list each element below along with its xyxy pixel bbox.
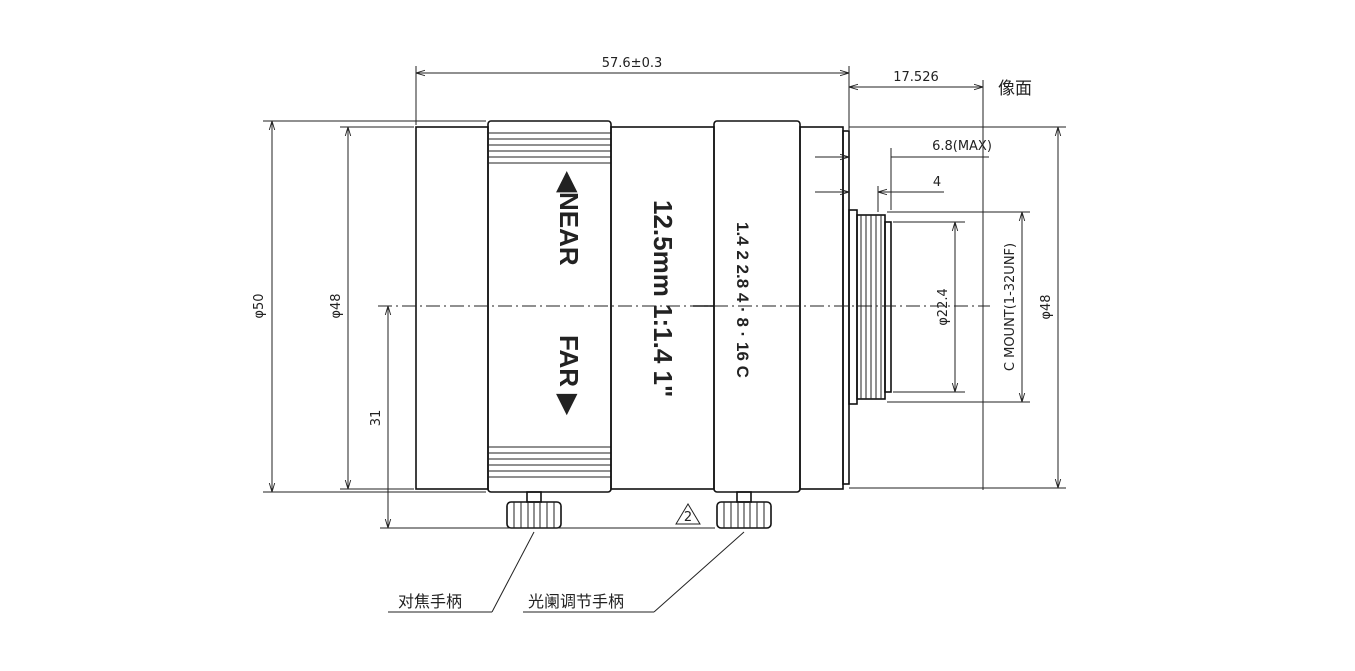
focus-ring-knurl-top xyxy=(488,132,611,164)
far-label: FAR ▶ xyxy=(554,335,584,415)
callout-leaders xyxy=(388,531,745,613)
iris-handle-knob xyxy=(716,491,772,529)
knob-height-text: 31 xyxy=(369,410,384,427)
flange-back-text: 17.526 xyxy=(893,70,939,85)
dim-thread-length xyxy=(815,186,944,212)
focus-ring-knurl-bottom xyxy=(488,446,611,478)
dim-body-diameter-left xyxy=(340,126,414,490)
image-plane-label: 像面 xyxy=(998,79,1032,98)
mount-inner-diameter-text: φ22.4 xyxy=(936,288,951,326)
body-diameter-right-text: φ48 xyxy=(1039,294,1054,319)
focus-handle-label: 对焦手柄 xyxy=(398,593,462,611)
outer-diameter-text: φ50 xyxy=(252,293,267,318)
body-diameter-left-text: φ48 xyxy=(329,293,344,318)
thread-length-text: 4 xyxy=(933,175,941,190)
front-barrel xyxy=(415,126,489,490)
revision-triangle xyxy=(675,503,701,525)
overall-length-text: 57.6±0.3 xyxy=(602,56,663,71)
aperture-scale: 1.4 2 2.8 4 · 8 · 16 C xyxy=(733,222,752,378)
mount-thread-text: C MOUNT(1-32UNF) xyxy=(1003,243,1018,371)
rear-barrel xyxy=(799,126,844,490)
c-mount-thread xyxy=(848,209,892,405)
focal-label: 12.5mm 1:1.4 1" xyxy=(648,200,678,397)
near-label: ◀NEAR xyxy=(554,171,584,266)
dim-knob-height xyxy=(380,306,715,529)
dim-mount-inner-diameter xyxy=(893,221,965,393)
dim-mount-thread xyxy=(887,211,1030,403)
dim-overall-length xyxy=(415,66,850,130)
dim-flange-back xyxy=(849,80,984,490)
focus-handle-knob xyxy=(506,491,562,529)
dim-outer-diameter xyxy=(263,120,486,493)
dim-body-diameter-right xyxy=(849,126,1066,489)
revision-number: 2 xyxy=(684,510,692,525)
protrusion-text: 6.8(MAX) xyxy=(932,139,992,154)
iris-handle-label: 光阑调节手柄 xyxy=(528,593,624,611)
dim-protrusion xyxy=(815,148,989,210)
rear-step xyxy=(842,130,850,485)
